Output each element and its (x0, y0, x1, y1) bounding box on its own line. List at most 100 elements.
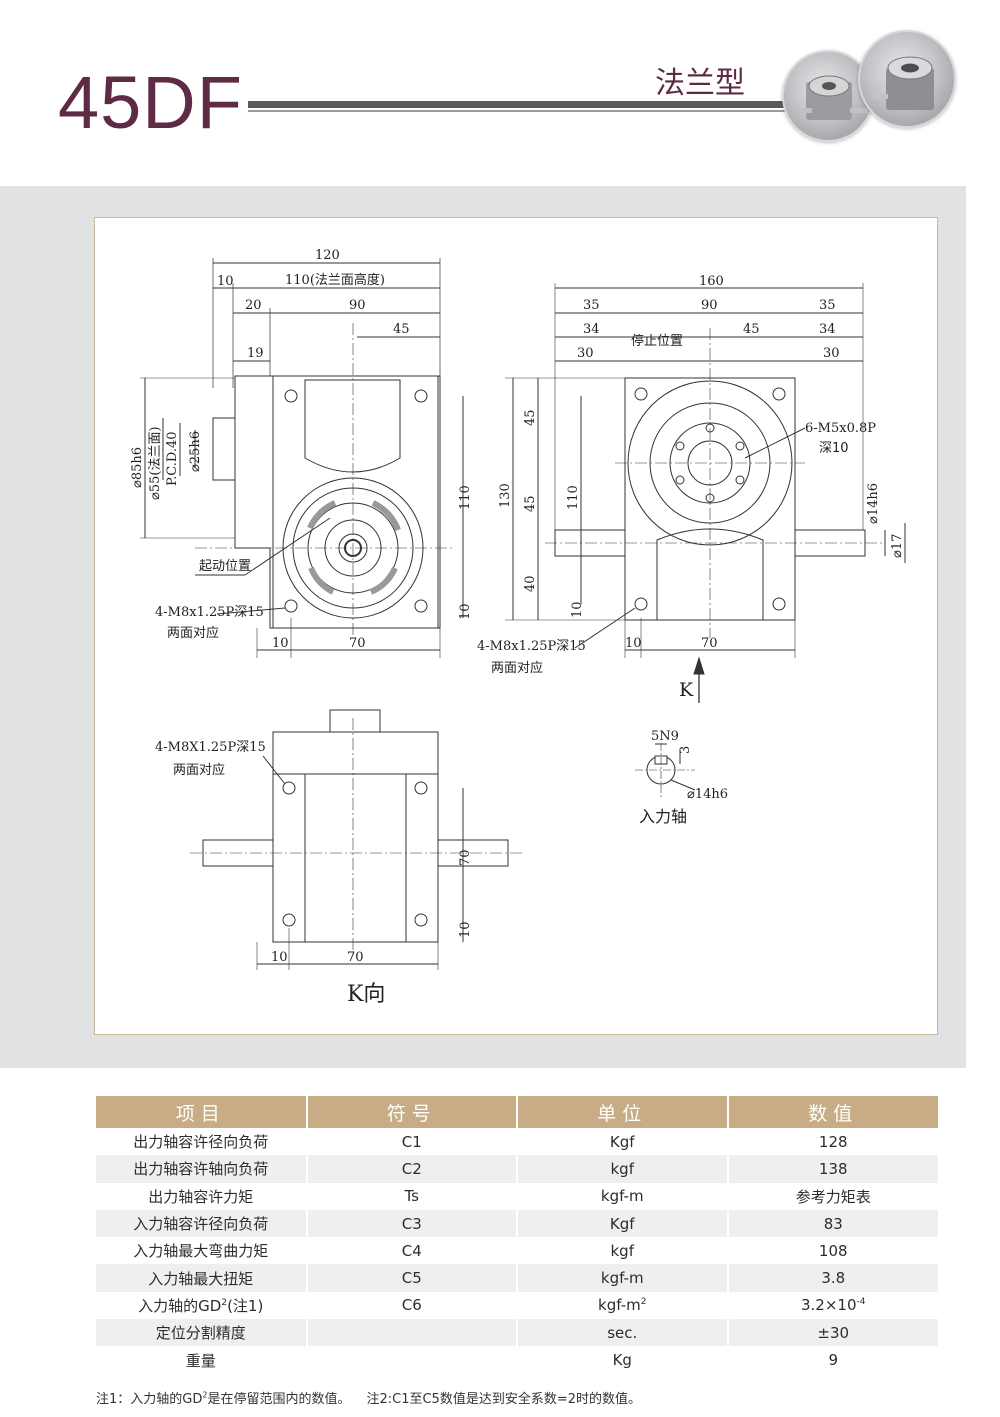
hole-note: 4-M8X1.25P深15 (155, 740, 266, 755)
cell-value: 3.8 (727, 1264, 938, 1292)
cell-value: 9 (727, 1346, 938, 1374)
cell-symbol: Ts (306, 1182, 518, 1210)
cell-unit: kgf (517, 1237, 729, 1265)
cell-value: ±30 (727, 1319, 938, 1347)
model-title: 45DF (58, 61, 243, 144)
table-row: 出力轴容许轴向负荷 C2 kgf 138 (96, 1155, 938, 1183)
column-header-unit: 单位 (517, 1096, 729, 1128)
dim-text: 45 (393, 322, 410, 337)
cell-unit: sec. (517, 1319, 729, 1347)
cell-unit-text: kgf-m (598, 1296, 641, 1315)
cell-symbol: C6 (306, 1291, 518, 1320)
superscript: 2 (640, 1297, 647, 1308)
dim-text: 10 (458, 603, 473, 620)
cell-item-text: 入力轴的GD (138, 1296, 222, 1315)
shaft-detail (635, 743, 696, 798)
right-view (505, 283, 906, 703)
cell-symbol (306, 1346, 518, 1374)
footnote-1: 注1：入力轴的GD (96, 1392, 203, 1407)
cell-symbol: C2 (306, 1155, 518, 1183)
column-header-value: 数值 (727, 1096, 938, 1128)
table-row: 重量 Kg 9 (96, 1346, 938, 1374)
dim-text: 5N9 (651, 729, 679, 744)
cell-symbol: C4 (306, 1237, 518, 1265)
hole-note: 4-M8x1.25P深15 (155, 605, 264, 620)
cell-item: 入力轴最大弯曲力矩 (96, 1237, 308, 1265)
superscript: 2 (221, 1297, 228, 1308)
dim-text: 70 (458, 849, 473, 866)
table-row: 入力轴容许径向负荷 C3 Kgf 83 (96, 1209, 938, 1238)
dim-text: 34 (819, 322, 836, 337)
spec-table: 项目 符号 单位 数值 出力轴容许径向负荷 C1 Kgf 128 出力轴容许轴向… (96, 1096, 938, 1374)
dim-text: 10 (625, 636, 642, 651)
dim-text: 35 (819, 298, 836, 313)
hole-note: 深10 (819, 441, 849, 456)
hole-note: 两面对应 (491, 660, 543, 676)
footnote-1-end: 是在停留范围内的数值。 (207, 1392, 351, 1407)
cell-item: 出力轴容许轴向负荷 (96, 1155, 308, 1183)
table-row: 入力轴最大弯曲力矩 C4 kgf 108 (96, 1237, 938, 1265)
drawing-svg: 120 10 110(法兰面高度) 20 90 45 19 ⌀85h6 ⌀55(… (130, 248, 906, 1007)
column-header-item: 项目 (96, 1096, 308, 1128)
dim-text: P.C.D.40 (165, 432, 180, 487)
cell-item: 出力轴容许径向负荷 (96, 1128, 308, 1156)
dim-text: 3 (678, 746, 693, 754)
header-rule (248, 101, 788, 108)
dim-text: 35 (583, 298, 600, 313)
dim-text: 70 (349, 636, 366, 651)
dim-text: ⌀14h6 (687, 787, 728, 802)
dim-text: 19 (247, 346, 264, 361)
superscript: -4 (856, 1297, 866, 1308)
cell-item: 入力轴最大扭矩 (96, 1264, 308, 1292)
cell-symbol: C1 (306, 1128, 518, 1156)
k-view (190, 709, 525, 970)
cell-symbol: C5 (306, 1264, 518, 1292)
hole-note: 4-M8x1.25P深15 (477, 639, 586, 654)
indexer-photo-icon (872, 56, 934, 110)
input-shaft-label: 入力轴 (639, 807, 687, 826)
dim-text: ⌀14h6 (866, 483, 881, 524)
cell-value: 108 (727, 1237, 938, 1265)
cell-symbol (306, 1319, 518, 1347)
technical-drawing: 120 10 110(法兰面高度) 20 90 45 19 ⌀85h6 ⌀55(… (94, 217, 938, 1035)
footnote-2: 注2:C1至C5数值是达到安全系数=2时的数值。 (366, 1392, 641, 1407)
dim-text: 110 (566, 485, 581, 510)
dim-text: 45 (523, 409, 538, 426)
dim-text: 30 (823, 346, 840, 361)
cell-item: 重量 (96, 1346, 308, 1374)
dim-text: 160 (699, 274, 724, 289)
dim-text: 10 (217, 274, 234, 289)
cell-item-note: (注1) (227, 1296, 264, 1315)
product-photo-front (782, 50, 874, 142)
dim-text: 10 (570, 601, 585, 618)
dim-text: 120 (315, 248, 340, 263)
dim-text: 10 (272, 636, 289, 651)
dim-text: 130 (498, 483, 513, 508)
cell-item: 入力轴容许径向负荷 (96, 1209, 308, 1238)
table-header-row: 项目 符号 单位 数值 (96, 1096, 938, 1128)
k-arrow-label: K (679, 679, 694, 701)
dim-text: ⌀55(法兰面) (148, 426, 163, 500)
header-rule-thin (248, 110, 788, 112)
hole-note: 两面对应 (167, 625, 219, 641)
cell-unit: kgf (517, 1155, 729, 1183)
type-label: 法兰型 (655, 66, 745, 101)
cell-value: 3.2×10-4 (727, 1291, 938, 1320)
dim-text: 70 (701, 636, 718, 651)
cell-item: 出力轴容许力矩 (96, 1182, 308, 1210)
cell-value: 参考力矩表 (727, 1182, 938, 1210)
dim-text: 70 (347, 950, 364, 965)
cell-item: 定位分割精度 (96, 1319, 308, 1347)
table-row: 出力轴容许力矩 Ts kgf-m 参考力矩表 (96, 1182, 938, 1210)
product-photo-angle (858, 30, 956, 128)
table-row: 入力轴最大扭矩 C5 kgf-m 3.8 (96, 1264, 938, 1292)
front-view (140, 258, 464, 658)
hole-note: 两面对应 (173, 762, 225, 778)
dim-text: ⌀85h6 (130, 447, 145, 488)
dim-text: 30 (577, 346, 594, 361)
dim-text: 110(法兰面高度) (285, 272, 385, 288)
dim-text: 20 (245, 298, 262, 313)
dim-text: 40 (523, 575, 538, 592)
cell-unit: Kgf (517, 1128, 729, 1156)
cell-unit: kgf-m2 (517, 1291, 729, 1320)
